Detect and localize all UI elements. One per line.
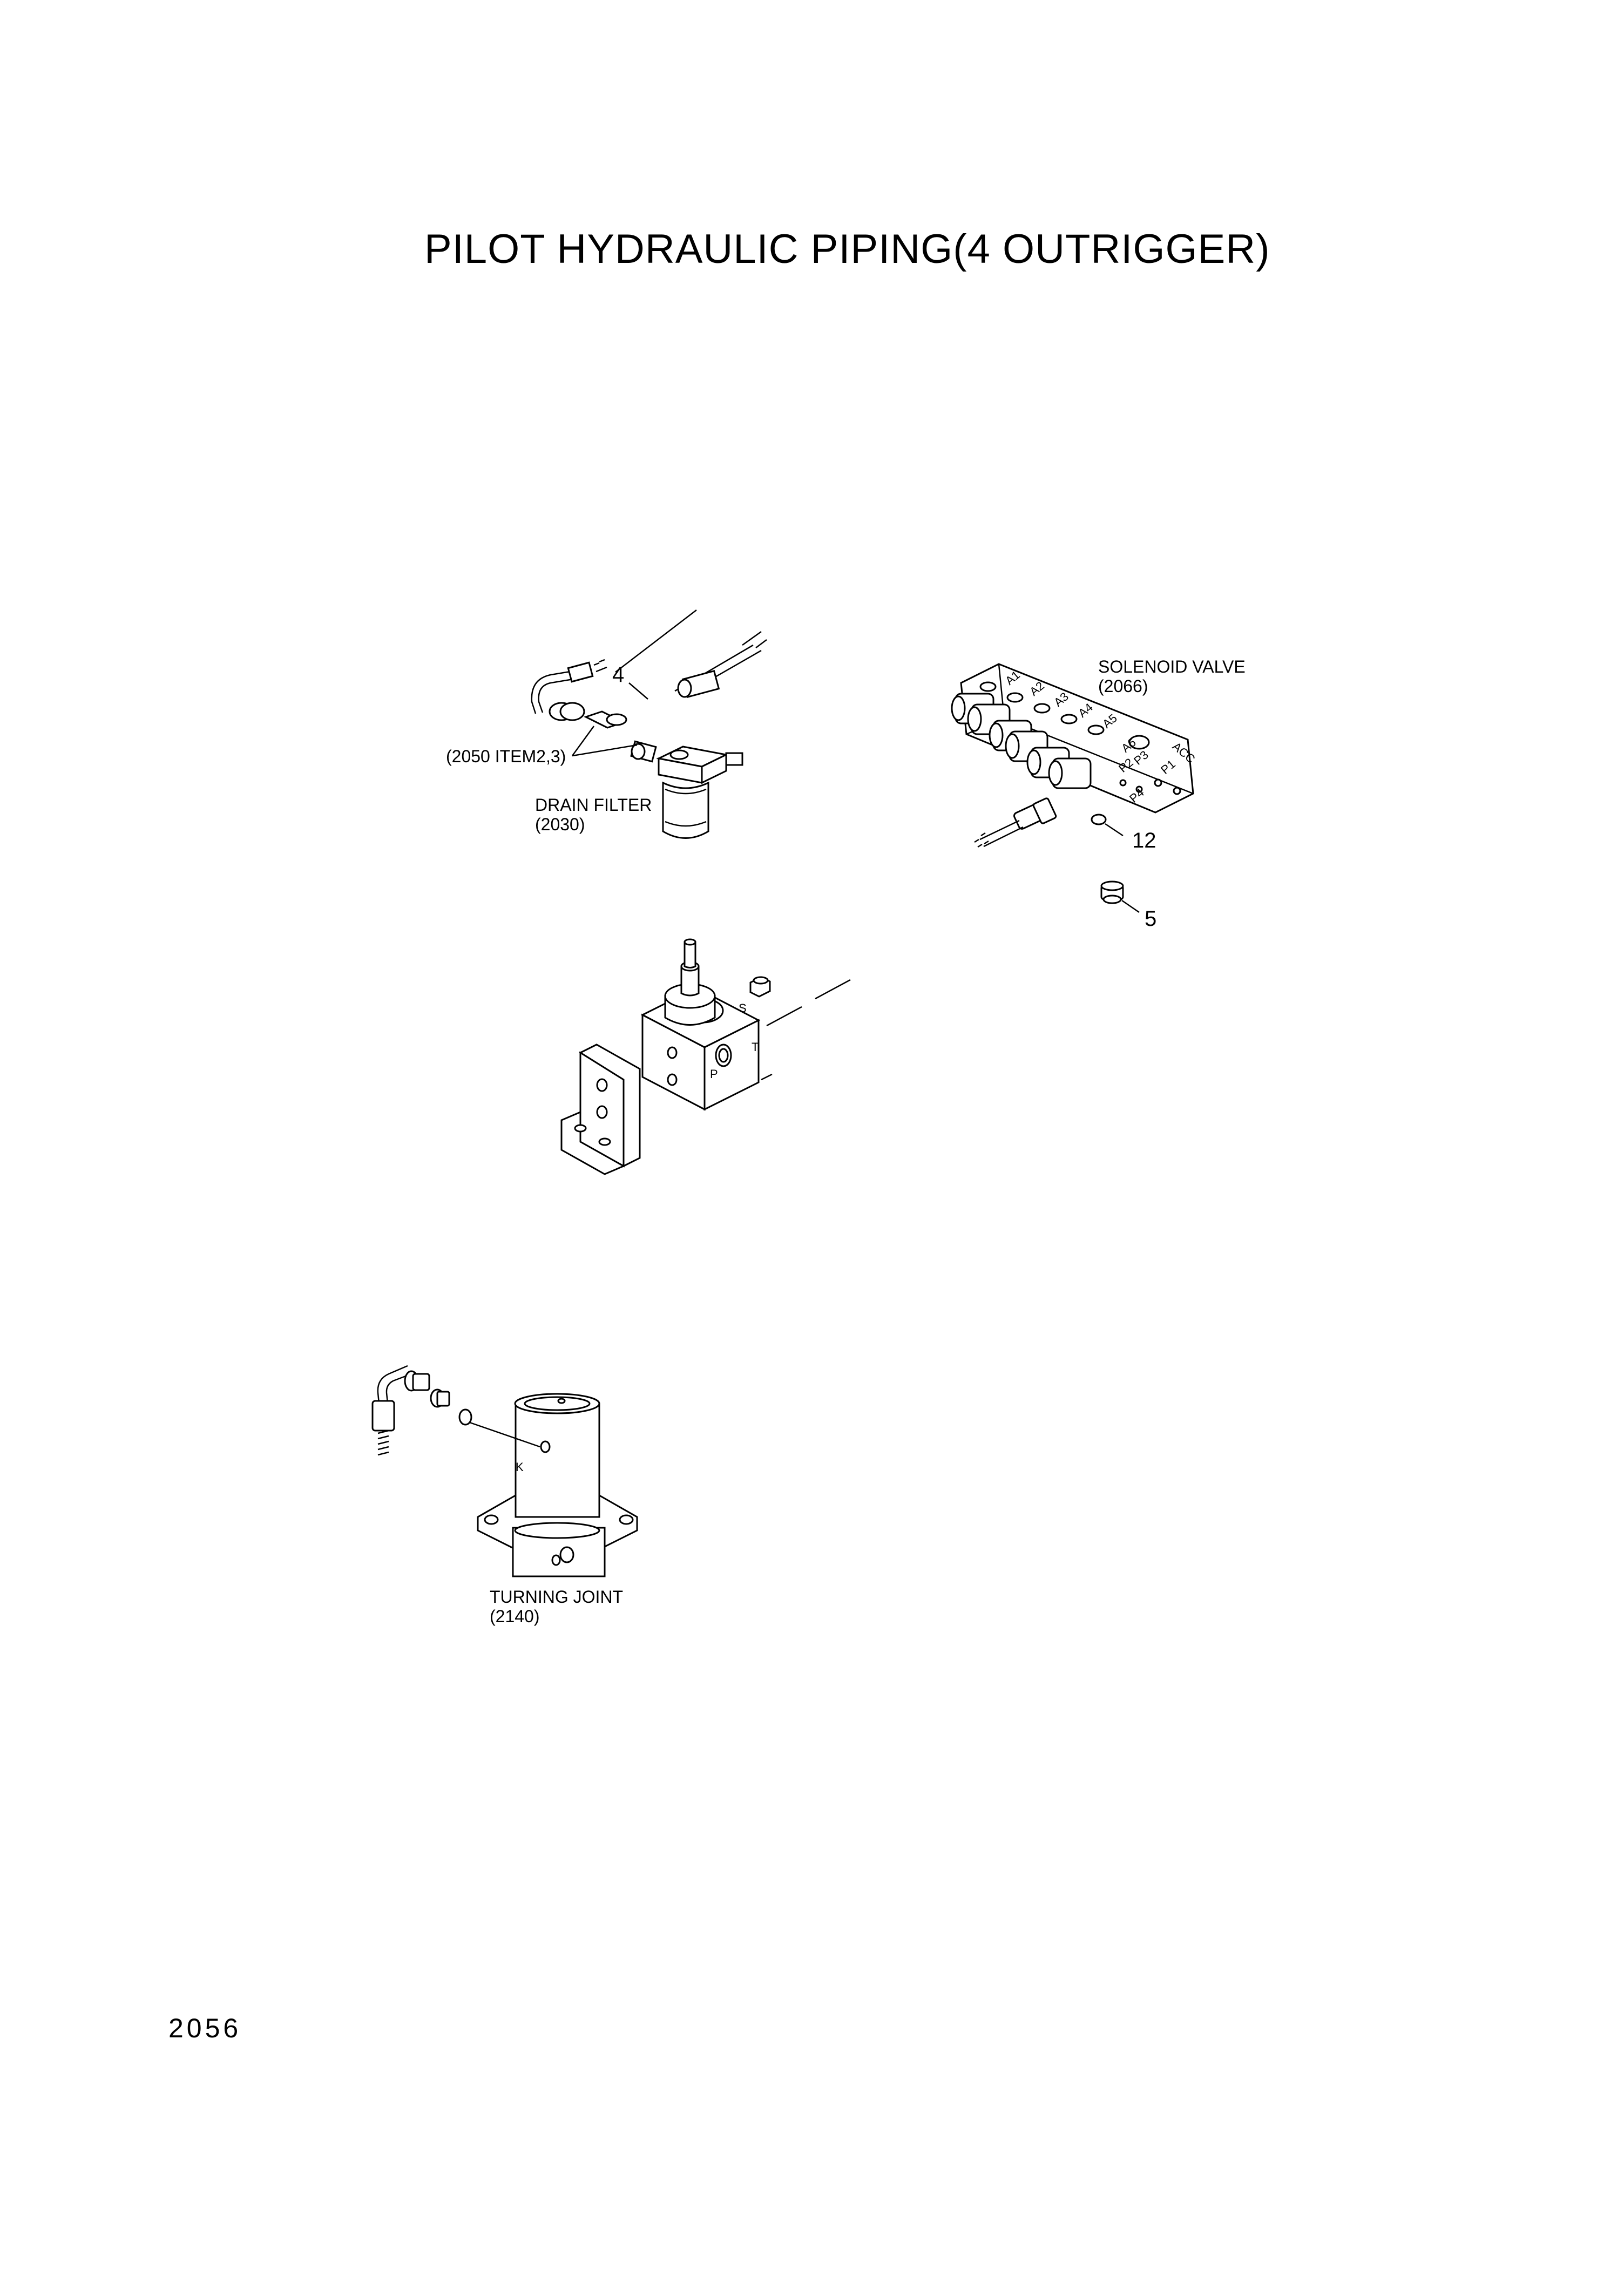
- plug-5: [1101, 882, 1139, 912]
- callout-item-5: 5: [1145, 907, 1157, 931]
- drain-filter-ref-label: (2030): [535, 815, 585, 834]
- port-p: P: [710, 1067, 718, 1081]
- mounting-bracket: [561, 1045, 640, 1174]
- solenoid-hose-fitting: [975, 798, 1057, 847]
- accumulator-block: S T P: [642, 939, 850, 1109]
- turning-joint-ref-label: (2140): [490, 1607, 540, 1626]
- drain-filter-label: DRAIN FILTER: [535, 795, 652, 815]
- pilot-hose-assembly: [532, 610, 767, 762]
- drain-filter: [659, 747, 742, 838]
- o-ring-12: [1092, 815, 1123, 836]
- page-number: 2056: [168, 2013, 242, 2043]
- port-s: S: [739, 1001, 747, 1015]
- hose-fittings-ref-label: (2050 ITEM2,3): [446, 747, 566, 766]
- turning-joint: K: [470, 1394, 637, 1576]
- solenoid-valve-label: SOLENOID VALVE: [1098, 657, 1246, 676]
- turning-joint-label: TURNING JOINT: [490, 1587, 624, 1607]
- callout-item-12: 12: [1132, 829, 1156, 852]
- callout-item-4: 4: [612, 663, 625, 687]
- solenoid-valve-ref-label: (2066): [1098, 676, 1148, 696]
- port-k: K: [516, 1460, 524, 1474]
- solenoid-valve: A1 A2 A3 A4 A5 A6 P2 P3 P4 P1 ACC: [952, 664, 1198, 812]
- port-t: T: [752, 1040, 759, 1054]
- turning-joint-elbow: [373, 1366, 471, 1455]
- page-title: PILOT HYDRAULIC PIPING(4 OUTRIGGER): [424, 226, 1270, 272]
